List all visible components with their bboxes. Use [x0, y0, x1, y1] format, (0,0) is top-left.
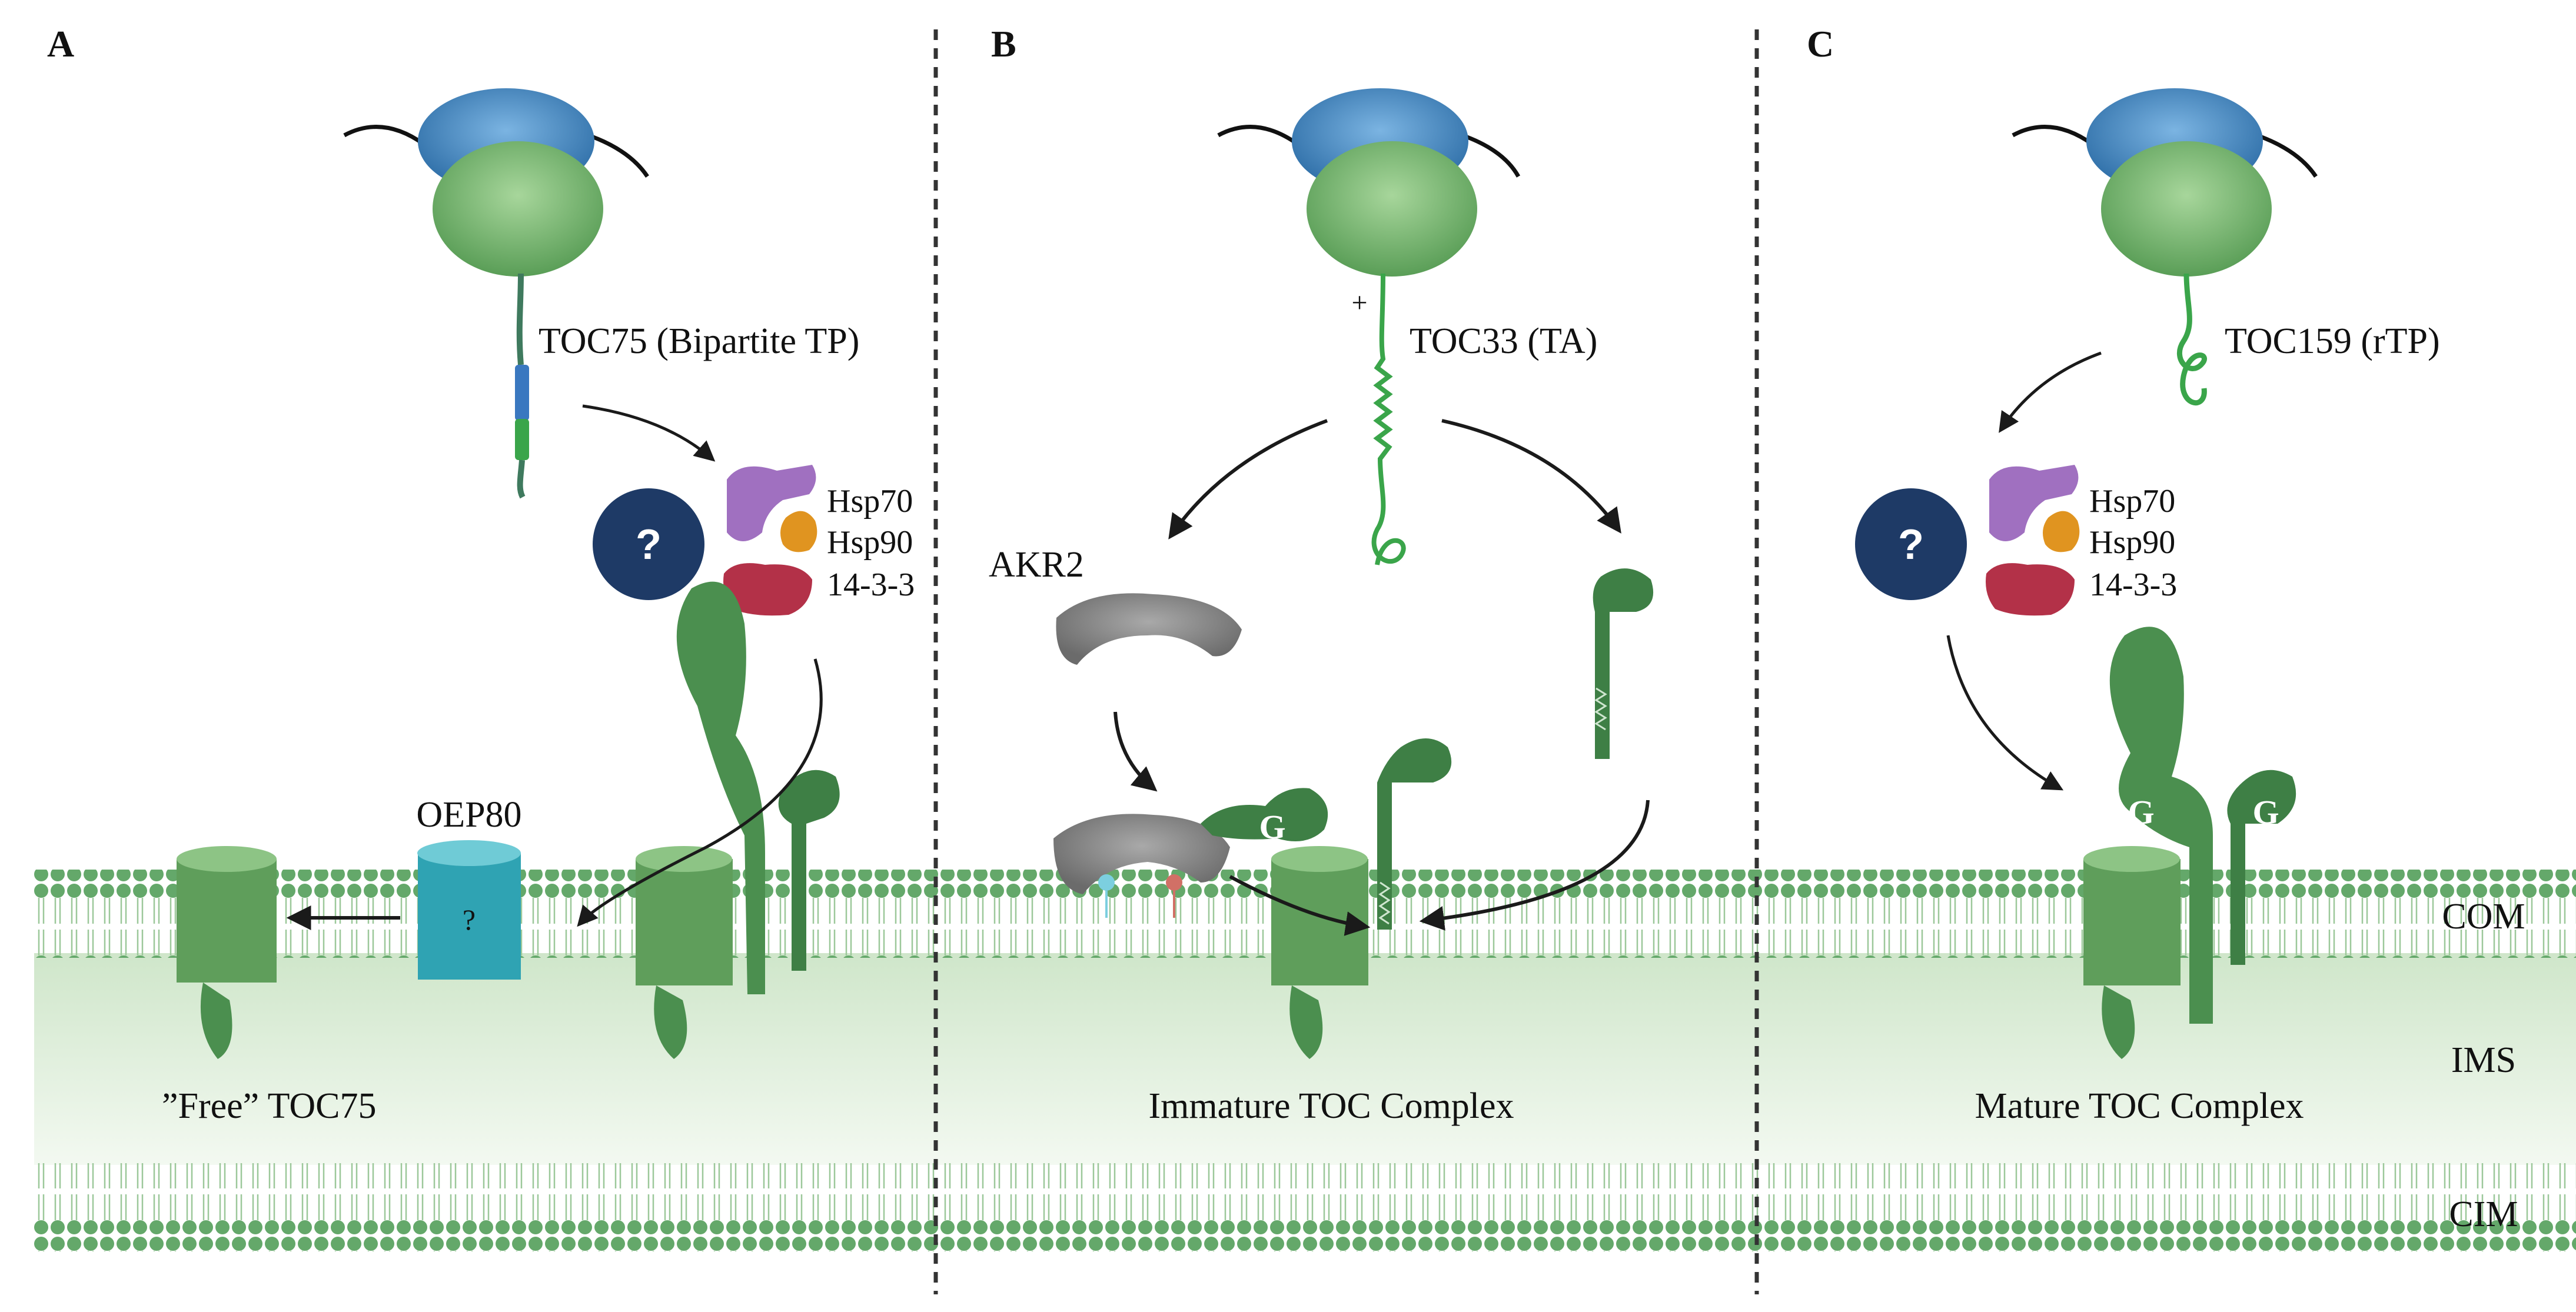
toc-complex-b: [1271, 738, 1452, 1059]
tp-segment-blue-a: [515, 365, 529, 421]
lipid-marker-cyan: [1098, 874, 1115, 891]
label-cim: CIM: [2449, 1194, 2518, 1234]
ta-coil-b: [1378, 881, 1391, 925]
akr2-shape-top: [1056, 593, 1242, 665]
arrow-spontaneous-insert: [1419, 800, 1650, 931]
toc-barrel-c: [2083, 859, 2181, 985]
bottom-label-c: Mature TOC Complex: [1975, 1086, 2304, 1126]
chaperone-label-hsp90-c: Hsp90: [2089, 524, 2175, 561]
unknown-factor-label-a: ?: [636, 521, 662, 568]
toc-barrel-rim-c: [2083, 846, 2180, 872]
hsp70-shape-c: [1989, 465, 2079, 541]
panel-c-letter: C: [1807, 23, 1834, 65]
toc33-inserted-b: [1377, 738, 1452, 930]
arrow-to-chaperones-c: [1999, 351, 2102, 433]
ribosome-large-subunit-a: [433, 141, 603, 277]
arrow-to-mature: [1946, 635, 2064, 791]
nascent-chain-c: [2177, 273, 2207, 406]
lipid-marker-red: [1166, 874, 1182, 891]
p1433-shape-c: [1986, 563, 2075, 616]
ims-space: [34, 953, 2576, 1165]
tp-label-b: TOC33 (TA): [1410, 321, 1597, 361]
panel-a: A TOC75 (Bipartite TP) ? Hsp70 Hsp90 14-…: [47, 23, 915, 1126]
gtpase-label-c2: G: [2252, 793, 2279, 831]
ta-coil-free: [1594, 687, 1607, 731]
p1433-shape-a: [723, 563, 812, 616]
unknown-factor-icon: [593, 488, 704, 600]
arrow-akr2-down: [1114, 711, 1158, 792]
bottom-label-b: Immature TOC Complex: [1148, 1086, 1514, 1126]
arrow-akr2-insert: [1229, 875, 1371, 936]
arrow-to-spontaneous: [1441, 419, 1621, 534]
free-toc75-barrel: [177, 859, 277, 983]
panel-b-letter: B: [991, 23, 1016, 65]
arrow-to-chaperones-a: [582, 404, 716, 462]
akr2-label: AKR2: [989, 545, 1084, 585]
toc33-free-shape: [1593, 568, 1654, 759]
toc159-c: [2109, 627, 2213, 1024]
akr2-bound-b: G: [1053, 788, 1328, 918]
toc-barrel-a: [636, 859, 733, 985]
chaperone-label-hsp70-c: Hsp70: [2089, 483, 2175, 520]
inner-membrane: [34, 1163, 2576, 1251]
nascent-chain-b: [1371, 273, 1406, 565]
toc-barrel-rim-b: [1271, 846, 1368, 872]
chaperone-label-hsp90-a: Hsp90: [827, 524, 913, 561]
bottom-label-a: ”Free” TOC75: [162, 1086, 376, 1126]
unknown-factor-c: ?: [1855, 488, 1967, 600]
chaperone-label-1433-c: 14-3-3: [2089, 567, 2177, 603]
arrow-chaperone-to-oep80: [577, 658, 823, 927]
hsp90-shape-c: [2043, 511, 2080, 552]
unknown-factor-a: ?: [593, 488, 704, 600]
oep80-rim: [417, 840, 521, 866]
toc159-a: [676, 581, 765, 994]
plus-sign-b: +: [1351, 287, 1367, 318]
panel-a-letter: A: [47, 23, 74, 65]
ribosome-large-subunit-b: [1307, 141, 1477, 277]
toc-potra-b: [1289, 985, 1323, 1059]
toc-potra-c: [2102, 985, 2135, 1059]
toc-barrel-b: [1271, 859, 1368, 985]
panel-b: B + TOC33 (TA) AKR2 G: [989, 23, 1654, 1126]
toc-complex-a: [636, 581, 840, 1059]
tp-segment-green-a: [515, 419, 529, 460]
free-toc75-rim: [177, 846, 277, 872]
hsp90-shape-a: [780, 511, 817, 552]
free-toc75: [177, 846, 277, 1059]
oep80-barrel: [418, 853, 521, 980]
gtpase-label-c1: G: [2128, 793, 2154, 831]
toc-complex-c: G G: [2083, 627, 2296, 1059]
oep80-label: OEP80: [416, 795, 521, 835]
label-ims: IMS: [2451, 1040, 2516, 1080]
chain-tail-a: [517, 459, 526, 499]
chaperone-label-1433-a: 14-3-3: [827, 567, 915, 603]
label-com: COM: [2442, 897, 2525, 937]
toc33-free-b: [1593, 568, 1654, 759]
gtpase-label-b: G: [1259, 808, 1285, 846]
unknown-factor-label-c: ?: [1898, 521, 1924, 568]
unknown-factor-icon-c: [1855, 488, 1967, 600]
nascent-chain-a: [516, 273, 524, 365]
tp-label-a: TOC75 (Bipartite TP): [539, 321, 859, 361]
ribosome-a: [343, 88, 649, 277]
hsp70-shape-a: [727, 465, 816, 541]
ribosome-c: [2012, 88, 2318, 277]
oep80: ?: [417, 840, 521, 980]
oep80-unknown: ?: [463, 903, 476, 936]
toc34-c: [2227, 770, 2296, 965]
akr2-shape-membrane: [1053, 814, 1230, 894]
panel-c: C TOC159 (rTP) ? Hsp70 Hsp90 14-3-3 G G: [1807, 23, 2440, 1126]
arrow-to-akr2: [1168, 419, 1328, 540]
ribosome-b: [1217, 88, 1521, 277]
toc-potra-a: [654, 985, 687, 1059]
ribosome-large-subunit-c: [2101, 141, 2272, 277]
free-toc75-potra: [200, 983, 232, 1059]
toc33-cytosolic-b: [1201, 788, 1328, 841]
toc34-a: [778, 770, 840, 971]
tp-label-c: TOC159 (rTP): [2225, 321, 2440, 361]
chaperone-label-hsp70-a: Hsp70: [827, 483, 913, 520]
